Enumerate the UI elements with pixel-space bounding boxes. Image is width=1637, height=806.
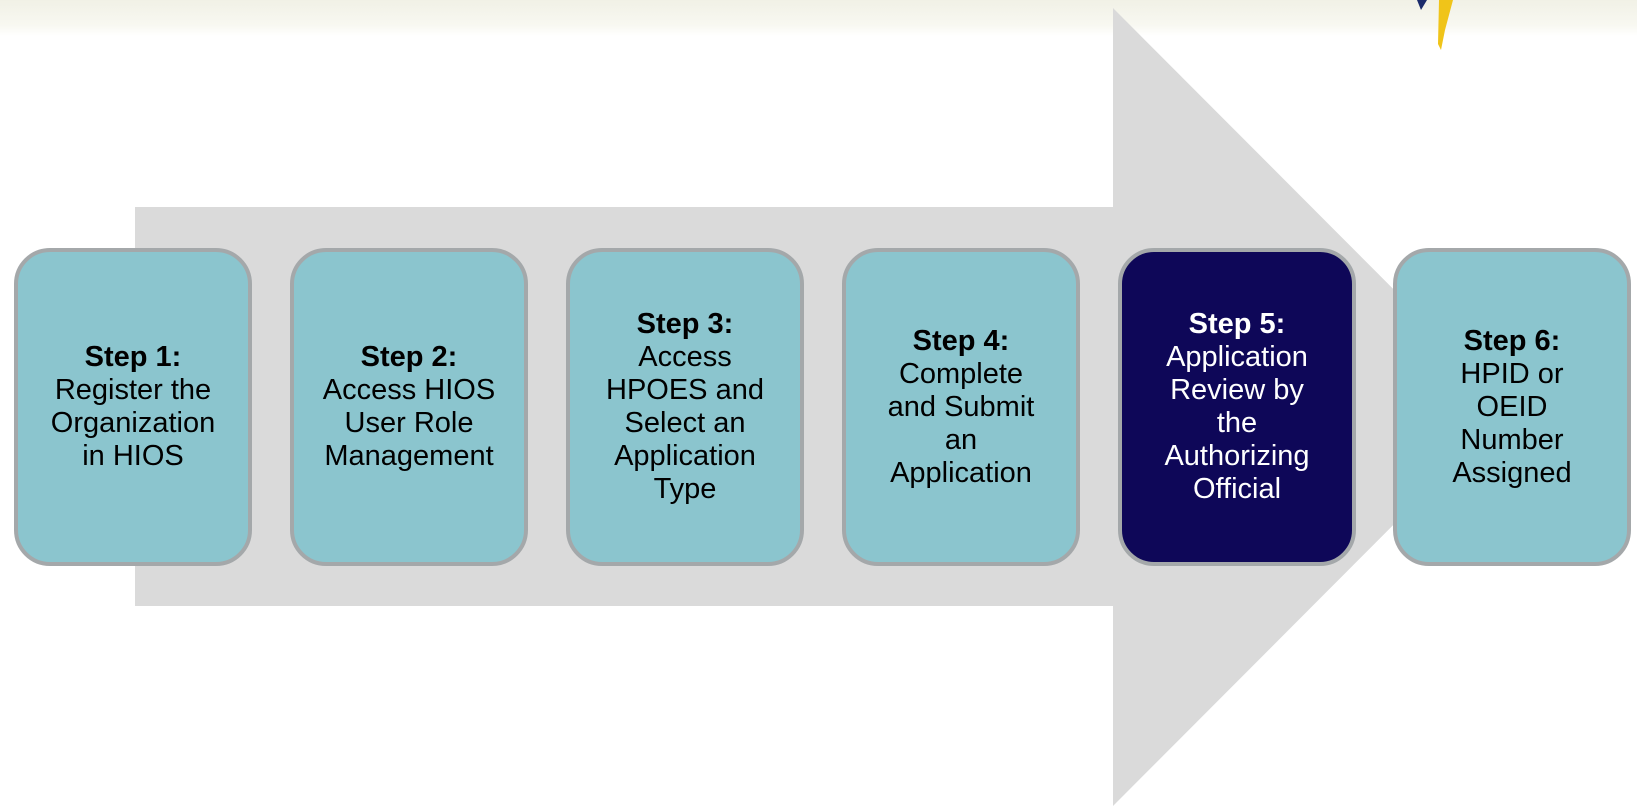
arrow-shape (135, 8, 1511, 806)
step-5-description: Application Review by the Authorizing Of… (1164, 341, 1310, 505)
header-band (0, 0, 1637, 36)
step-3-box: Step 3: Access HPOES and Select an Appli… (566, 248, 804, 566)
step-1-box: Step 1: Register the Organization in HIO… (14, 248, 252, 566)
step-6-title: Step 6: (1463, 324, 1561, 357)
step-1-title: Step 1: (84, 341, 182, 373)
step-6-box: Step 6: HPID or OEID Number Assigned (1393, 248, 1631, 566)
step-3-description: Access HPOES and Select an Application T… (606, 341, 764, 505)
step-6-description: HPID or OEID Number Assigned (1452, 357, 1572, 489)
step-5-box: Step 5: Application Review by the Author… (1118, 248, 1356, 566)
step-1-description: Register the Organization in HIOS (50, 374, 216, 472)
logo-icon (1417, 0, 1453, 50)
step-3-title: Step 3: (636, 308, 734, 340)
step-2-description: Access HIOS User Role Management (322, 374, 496, 472)
step-5-title: Step 5: (1188, 308, 1286, 340)
step-2-box: Step 2: Access HIOS User Role Management (290, 248, 528, 566)
step-4-box: Step 4: Complete and Submit an Applicati… (842, 248, 1080, 566)
step-2-title: Step 2: (360, 341, 458, 373)
step-4-title: Step 4: (912, 324, 1010, 357)
step-4-description: Complete and Submit an Application (887, 357, 1035, 489)
